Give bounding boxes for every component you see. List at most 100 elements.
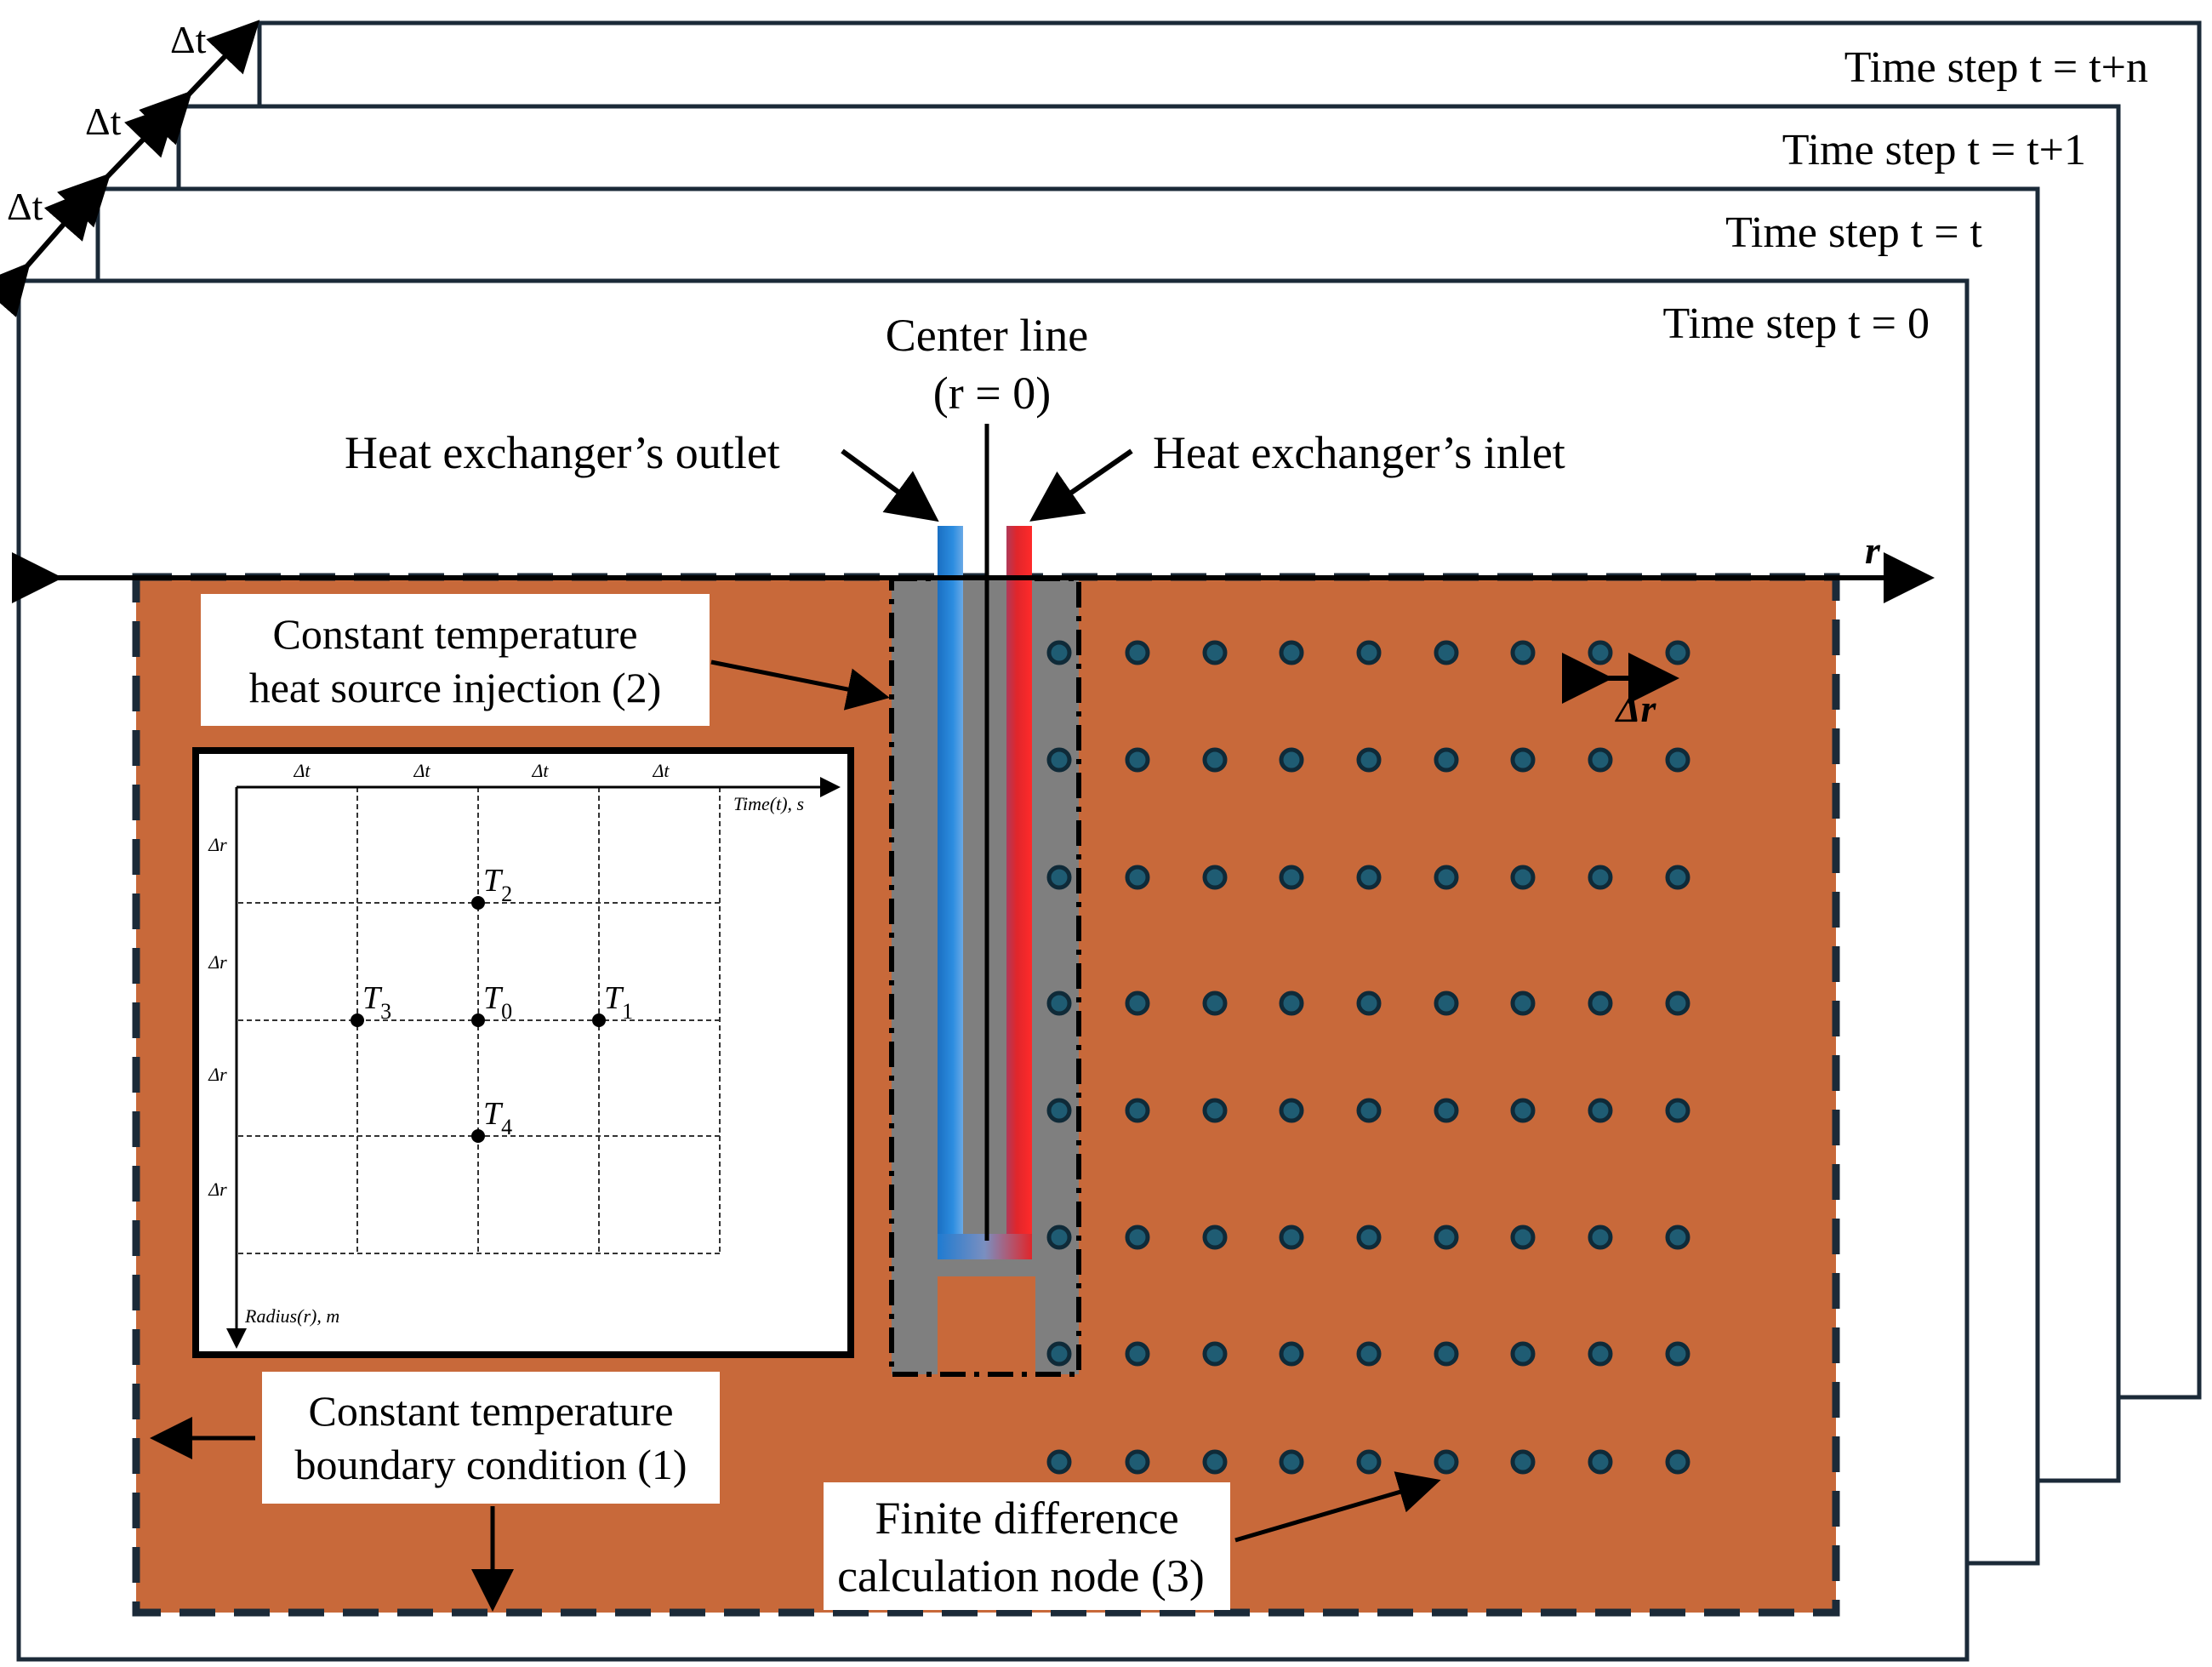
calculation-node — [1356, 865, 1382, 890]
calculation-node — [1202, 640, 1228, 665]
calculation-node — [1125, 1098, 1150, 1123]
calculation-node — [1125, 990, 1150, 1016]
frame-label-t-0: Time step t = 0 — [1663, 300, 1930, 348]
calculation-node — [1588, 990, 1613, 1016]
delta-t-label-top: Δt — [170, 18, 207, 61]
stencil-node-t4 — [471, 1129, 485, 1143]
calculation-node — [1279, 1449, 1304, 1475]
calculation-node — [1356, 747, 1382, 773]
borehole-dash-boundary — [889, 576, 1081, 1377]
frame-label-t: Time step t = t — [1725, 208, 1982, 257]
borehole-bottom-soil — [938, 1276, 1035, 1374]
calculation-node — [1046, 1449, 1072, 1475]
calculation-node — [1356, 1225, 1382, 1250]
calculation-node — [1279, 1225, 1304, 1250]
calculation-node — [1202, 1449, 1228, 1475]
center-line-r0: (r = 0) — [933, 368, 1051, 419]
calculation-node — [1510, 865, 1536, 890]
calculation-node — [1202, 747, 1228, 773]
node-callout-box — [824, 1482, 1230, 1610]
heat-source-callout-arrow — [710, 659, 890, 711]
delta-t-label-mid: Δt — [85, 100, 122, 143]
boundary-callout-box — [262, 1372, 720, 1504]
calculation-node — [1588, 1098, 1613, 1123]
center-line-label: Center line — [886, 310, 1088, 361]
node-callout-arrow — [1234, 1471, 1441, 1543]
stencil-dt-4: Δt — [652, 760, 670, 781]
node-callout-line2: calculation node (3) — [837, 1550, 1205, 1601]
calculation-node — [1434, 640, 1459, 665]
frame-label-t-plus-1: Time step t = t+1 — [1782, 126, 2086, 174]
calculation-node — [1356, 990, 1382, 1016]
calculation-node — [1202, 1098, 1228, 1123]
calculation-node — [1434, 1341, 1459, 1367]
calculation-node — [1665, 865, 1690, 890]
stencil-dr-4: Δr — [208, 1179, 227, 1200]
stencil-dt-2: Δt — [413, 760, 430, 781]
stencil-dr-labels: Δr Δr Δr Δr — [208, 834, 227, 1200]
calculation-node — [1356, 1341, 1382, 1367]
outlet-pipe — [938, 526, 963, 1256]
stencil-inset — [192, 747, 854, 1358]
stencil-node-t0 — [471, 1013, 485, 1027]
calculation-node — [1279, 1341, 1304, 1367]
calculation-node — [1356, 640, 1382, 665]
calculation-node — [1279, 640, 1304, 665]
stencil-dr-3: Δr — [208, 1064, 227, 1085]
stencil-node-t3 — [351, 1013, 364, 1027]
stencil-node-t2 — [471, 896, 485, 910]
stencil-label-t1: T1 — [604, 980, 633, 1024]
calculation-node — [1510, 747, 1536, 773]
node-callout-line1: Finite difference — [875, 1493, 1178, 1544]
calculation-node — [1510, 1341, 1536, 1367]
calculation-node — [1125, 865, 1150, 890]
calculation-node — [1665, 747, 1690, 773]
stencil-label-t0: T0 — [483, 980, 512, 1024]
finite-difference-node-grid — [1046, 640, 1690, 1475]
calculation-node — [1279, 1098, 1304, 1123]
calculation-node — [1046, 990, 1072, 1016]
calculation-node — [1046, 640, 1072, 665]
stencil-time-axis-label: Time(t), s — [733, 793, 804, 814]
calculation-node — [1665, 1449, 1690, 1475]
calculation-node — [1202, 990, 1228, 1016]
delta-t-label-bottom: Δt — [7, 185, 43, 228]
calculation-node — [1125, 747, 1150, 773]
calculation-node — [1125, 1449, 1150, 1475]
calculation-node — [1588, 747, 1613, 773]
delta-r-label: Δr — [1615, 687, 1657, 730]
calculation-node — [1510, 990, 1536, 1016]
stencil-dr-1: Δr — [208, 834, 227, 855]
heat-source-callout-line1: Constant temperature — [272, 610, 637, 658]
outlet-label: Heat exchanger’s outlet — [345, 427, 780, 478]
calculation-node — [1202, 1341, 1228, 1367]
stencil-dt-1: Δt — [293, 760, 311, 781]
calculation-node — [1588, 1225, 1613, 1250]
stencil-dt-labels: Δt Δt Δt Δt — [293, 760, 670, 781]
calculation-node — [1279, 990, 1304, 1016]
calculation-node — [1046, 747, 1072, 773]
calculation-node — [1125, 1341, 1150, 1367]
calculation-node — [1588, 865, 1613, 890]
calculation-node — [1510, 1225, 1536, 1250]
calculation-node — [1665, 990, 1690, 1016]
calculation-node — [1588, 1341, 1613, 1367]
stencil-label-t3: T3 — [362, 980, 391, 1024]
calculation-node — [1046, 1341, 1072, 1367]
calculation-node — [1279, 865, 1304, 890]
calculation-node — [1434, 990, 1459, 1016]
calculation-node — [1125, 1225, 1150, 1250]
heat-source-callout-line2: heat source injection (2) — [249, 664, 662, 711]
outlet-arrow — [841, 448, 939, 522]
stencil-label-t2: T2 — [483, 863, 512, 906]
r-axis-label: r — [1865, 528, 1881, 572]
frame-label-t-plus-n: Time step t = t+n — [1844, 43, 2148, 92]
calculation-node — [1510, 1098, 1536, 1123]
calculation-node — [1046, 865, 1072, 890]
stencil-label-t4: T4 — [483, 1096, 512, 1139]
calculation-node — [1125, 640, 1150, 665]
calculation-node — [1665, 1225, 1690, 1250]
calculation-node — [1434, 1225, 1459, 1250]
calculation-node — [1202, 1225, 1228, 1250]
